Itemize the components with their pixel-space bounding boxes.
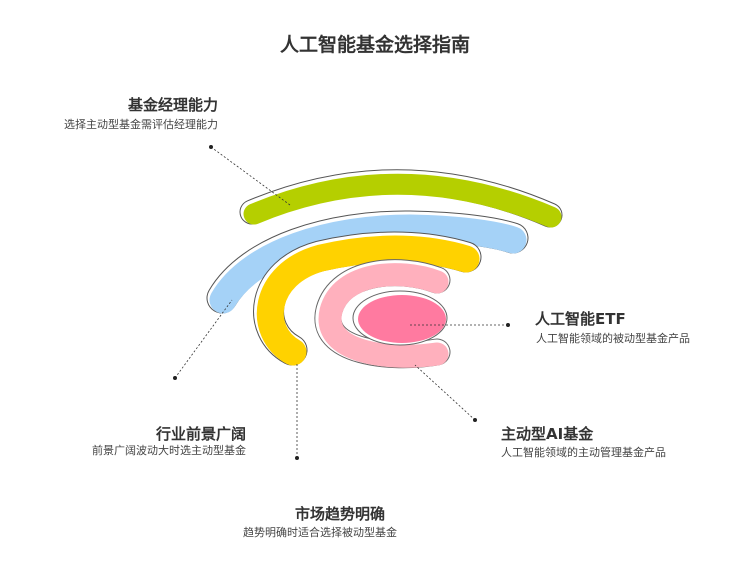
arc-fund-manager — [239, 169, 563, 228]
label-heading-active-ai-fund: 主动型AI基金 — [501, 425, 594, 443]
connector-dot — [473, 418, 477, 422]
connector-industry-outlook — [174, 299, 233, 379]
label-desc-fund-manager: 选择主动型基金需评估经理能力 — [64, 118, 218, 131]
label-heading-market-trend: 市场趋势明确 — [294, 505, 385, 523]
connector-dot — [506, 323, 510, 327]
ellipse-ai-etf — [352, 290, 448, 346]
label-desc-market-trend: 趋势明确时适合选择被动型基金 — [243, 526, 397, 539]
connector-dot — [295, 456, 299, 460]
label-desc-industry-outlook: 前景广阔波动大时选主动型基金 — [92, 444, 246, 457]
label-heading-industry-outlook: 行业前景广阔 — [155, 425, 246, 443]
arc-market-trend — [253, 231, 482, 366]
label-heading-fund-manager: 基金经理能力 — [127, 96, 218, 114]
connector-active-ai-fund — [414, 364, 476, 421]
page-title: 人工智能基金选择指南 — [279, 34, 470, 56]
connector-dot — [209, 145, 213, 149]
label-heading-ai-etf: 人工智能ETF — [535, 310, 626, 328]
label-desc-ai-etf: 人工智能领域的被动型基金产品 — [536, 332, 690, 345]
label-desc-active-ai-fund: 人工智能领域的主动管理基金产品 — [501, 446, 666, 459]
arc-active-ai-fund — [314, 259, 451, 369]
arc-industry-outlook — [206, 210, 529, 314]
connector-fund-manager — [210, 146, 291, 206]
connector-dot — [173, 376, 177, 380]
